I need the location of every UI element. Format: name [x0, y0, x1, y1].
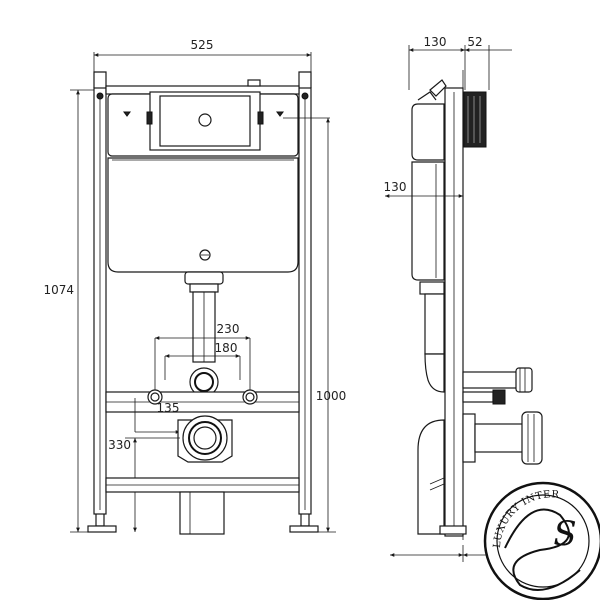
- logo-inner-ring: [496, 494, 590, 588]
- pipe-span-outer-label: 230: [217, 322, 240, 336]
- frame-height-label: 1000: [316, 389, 347, 403]
- side-view: 130 52 130: [384, 35, 543, 562]
- arrow-marker-right: [276, 111, 284, 117]
- bolt-hole-left: [147, 389, 163, 405]
- foot-side: [439, 525, 467, 535]
- flush-plate-side: [463, 91, 487, 148]
- top-bracket-right: [298, 71, 312, 88]
- pipe-collar-lower: [189, 283, 219, 293]
- top-bracket-left: [93, 71, 107, 88]
- pipe-collar: [184, 271, 224, 285]
- depth-plate-label: 52: [467, 35, 482, 49]
- flush-plate: [159, 95, 251, 147]
- arrow-marker-left: [123, 111, 131, 117]
- depth-top-label: 130: [424, 35, 447, 49]
- foot-right: [289, 525, 319, 533]
- logo-monogram: S: [553, 514, 576, 554]
- drain-pipe: [179, 491, 225, 535]
- flush-pipe-side: [424, 293, 445, 355]
- drain-coupling-side: [521, 411, 543, 465]
- drain-flange-side: [462, 413, 476, 463]
- cistern-body: [107, 157, 299, 273]
- logo-brand-text: LUXURY INTERIORS: [0, 0, 559, 548]
- cistern-side-body: [411, 161, 445, 281]
- elbow-pipe-side: [417, 419, 445, 535]
- cistern-fixing: [199, 249, 211, 261]
- front-view: 525 1074: [43, 38, 347, 535]
- depth-tank-label: 130: [384, 180, 407, 194]
- top-fitting: [429, 79, 447, 97]
- total-height-label: 1074: [43, 283, 74, 297]
- cistern-side-upper: [411, 103, 445, 161]
- pipe-bend-side: [424, 353, 445, 393]
- drain-height-label: 330: [108, 438, 131, 452]
- foot-left: [87, 525, 117, 533]
- flush-actuator-hole: [198, 113, 212, 127]
- logo-swirl: [504, 508, 581, 591]
- width-label: 525: [191, 38, 214, 52]
- inlet-connector-side: [462, 371, 519, 389]
- pipe-span-inner-label: 180: [215, 341, 238, 355]
- pipe-collar-side: [419, 281, 445, 295]
- drain-pipe-side: [474, 423, 524, 453]
- offset-label: 135: [157, 401, 180, 415]
- bolt-hole-right: [242, 389, 258, 405]
